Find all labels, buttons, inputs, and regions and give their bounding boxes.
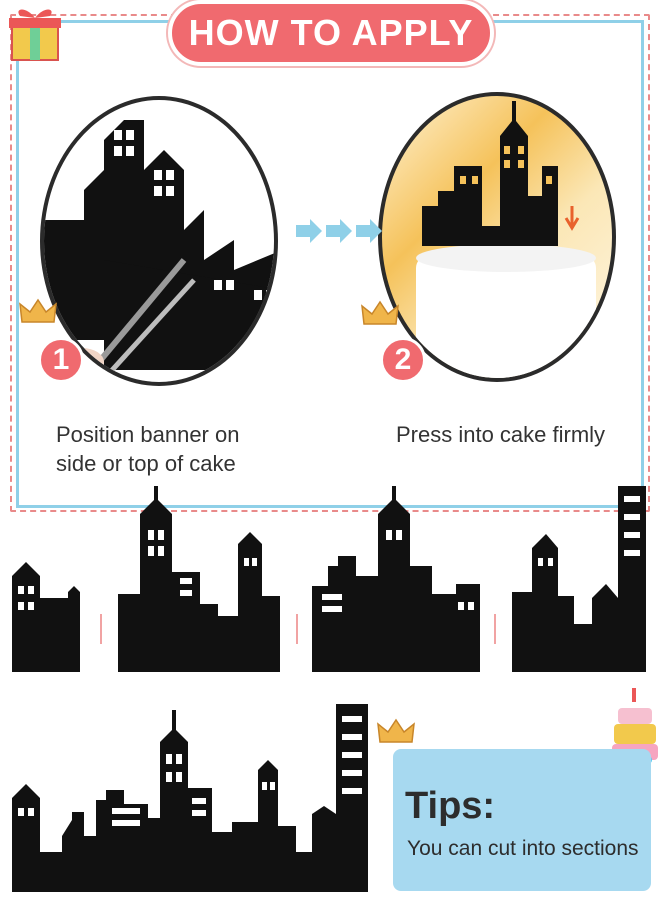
skyline-sections-row: [12, 486, 646, 672]
step-1-caption-line1: Position banner on: [56, 422, 240, 447]
tips-title: Tips:: [405, 785, 496, 827]
step-2-caption: Press into cake firmly: [396, 420, 646, 449]
section-divider: [296, 614, 298, 644]
step2-image: [378, 92, 616, 382]
skyline-full: [12, 704, 368, 892]
step1-image: [40, 96, 278, 386]
cake-topper-illustration: [416, 101, 596, 378]
gift-icon: [9, 9, 61, 61]
skyline-section-1: [12, 562, 80, 672]
skyline-section-4: [512, 486, 646, 672]
step-1-caption-line2: side or top of cake: [56, 451, 236, 476]
page-title: HOW TO APPLY: [168, 0, 494, 66]
crown-icon: [361, 300, 399, 325]
step-2-badge: 2: [380, 337, 426, 383]
tips-text: You can cut into sections: [407, 837, 639, 860]
step-2-caption-line1: Press into cake firmly: [396, 422, 606, 447]
banner-cut-illustration: [44, 120, 274, 382]
crown-icon: [19, 298, 57, 323]
step-1-caption: Position banner on side or top of cake: [56, 420, 296, 478]
arrow-right-icon: [296, 219, 382, 243]
section-divider: [494, 614, 496, 644]
crown-icon: [377, 718, 415, 743]
step-1-badge: 1: [38, 337, 84, 383]
tips-box: Tips: You can cut into sections: [393, 749, 651, 891]
section-divider: [100, 614, 102, 644]
skyline-section-2: [118, 486, 280, 672]
skyline-section-3: [312, 486, 480, 672]
